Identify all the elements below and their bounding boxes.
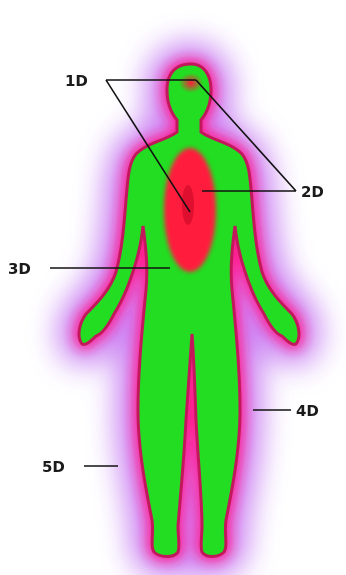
label-1d: 1D [65, 72, 88, 90]
label-2d: 2D [301, 183, 324, 201]
label-3d: 3D [8, 260, 31, 278]
label-5d: 5D [42, 458, 65, 476]
heart-center [182, 185, 194, 225]
label-4d: 4D [296, 402, 319, 420]
